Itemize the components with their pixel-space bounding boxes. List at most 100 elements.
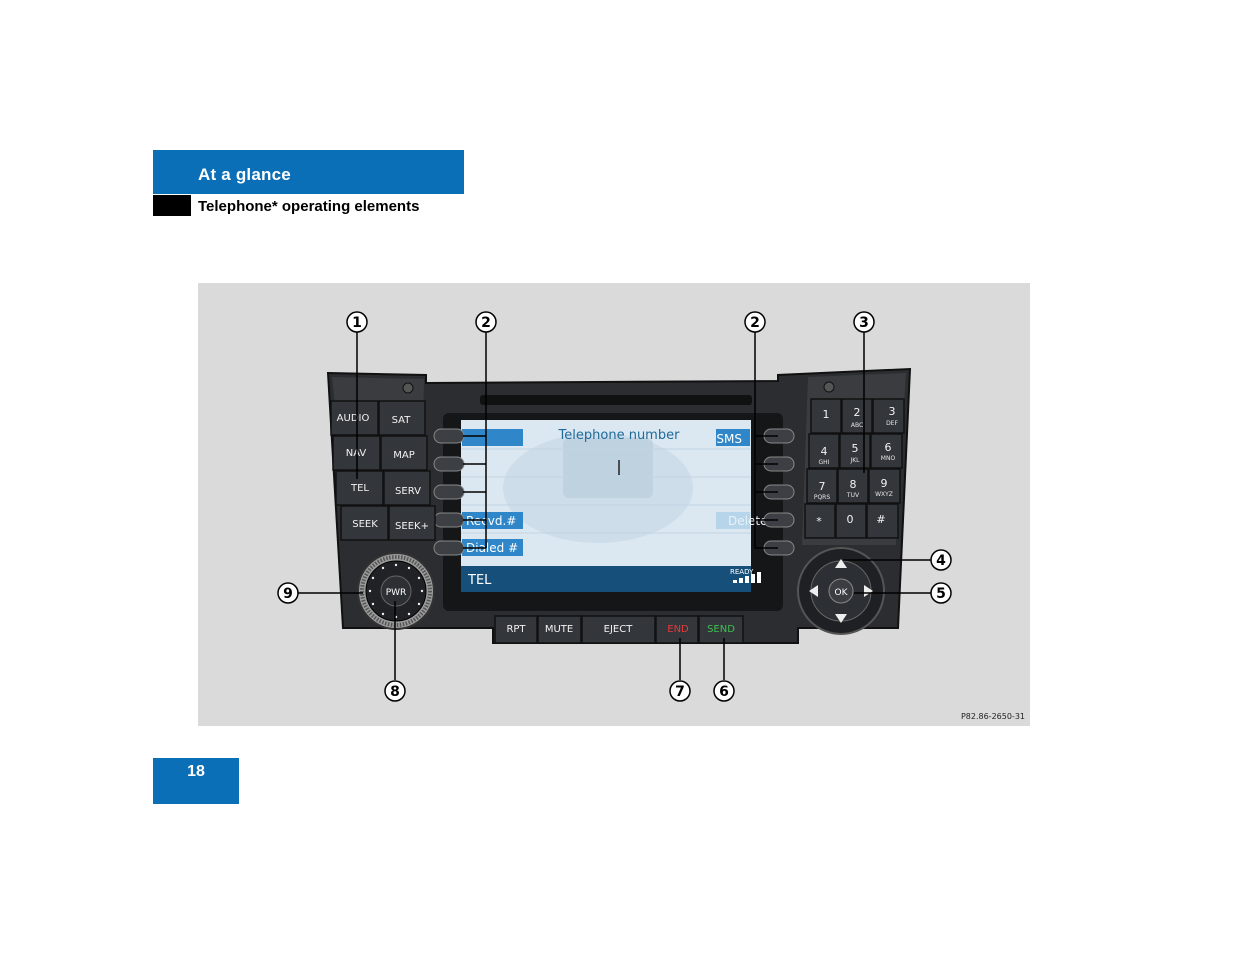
softkey-left-2[interactable]	[433, 456, 465, 472]
key-star[interactable]	[804, 503, 836, 539]
callout-5: 5	[936, 586, 946, 602]
seek-plus-button[interactable]	[388, 505, 436, 541]
right-softkey-delete-label: Delete	[728, 514, 767, 528]
screen-title: Telephone number	[558, 428, 681, 443]
sat-button[interactable]	[378, 400, 426, 436]
callout-8: 8	[390, 684, 400, 700]
key-9[interactable]	[868, 468, 901, 504]
softkey-left-4[interactable]	[433, 512, 465, 528]
key-7-letters: PQRS	[814, 494, 831, 501]
softkey-left-3[interactable]	[433, 484, 465, 500]
screen-rows	[461, 448, 751, 534]
status-label: READY	[730, 568, 754, 576]
section-banner: At a glance	[153, 150, 464, 194]
key-star-digit: *	[816, 515, 822, 528]
telephone-figure: Telephone number Recvd.# Dialed # SMS De…	[198, 283, 1030, 726]
rpt-button[interactable]	[494, 615, 538, 644]
tel-button[interactable]	[335, 470, 384, 506]
key-8[interactable]	[837, 468, 869, 504]
key-1[interactable]	[810, 398, 842, 434]
keypad	[804, 398, 905, 539]
key-hash[interactable]	[866, 503, 899, 539]
key-3[interactable]	[872, 398, 905, 434]
arrow-up-icon[interactable]	[835, 559, 847, 568]
page-number: 18	[187, 763, 205, 780]
serv-button-label: SERV	[395, 486, 421, 497]
eject-button[interactable]	[581, 615, 656, 644]
softkey-left-5[interactable]	[433, 540, 465, 556]
light-sensor-right	[823, 381, 835, 393]
status-bar	[461, 566, 751, 592]
seek-plus-button-label: SEEK+	[395, 521, 429, 532]
key-4-letters: GHI	[819, 459, 830, 466]
key-8-letters: TUV	[846, 492, 860, 499]
right-softkey-delete[interactable]	[716, 512, 750, 529]
nav-button-label: NAV	[346, 448, 367, 459]
mute-button-label: MUTE	[545, 624, 573, 635]
left-softkey-recvd-label: Recvd.#	[466, 514, 516, 528]
key-5[interactable]	[839, 433, 871, 469]
key-3-letters: DEF	[886, 420, 898, 427]
key-9-letters: WXYZ	[875, 491, 893, 498]
audio-button-label: AUDIO	[337, 413, 370, 424]
key-6-letters: MNO	[881, 455, 896, 462]
mute-button[interactable]	[537, 615, 582, 644]
softkey-left-1[interactable]	[433, 428, 465, 444]
right-softkey-sms[interactable]	[716, 429, 750, 446]
key-0[interactable]	[835, 503, 867, 539]
head-unit-illustration: Telephone number Recvd.# Dialed # SMS De…	[277, 311, 952, 702]
serv-button[interactable]	[383, 470, 431, 506]
left-softkey-recvd[interactable]	[462, 512, 523, 529]
map-button[interactable]	[380, 435, 428, 471]
right-softkey-sms-label: SMS	[716, 432, 742, 446]
page-tab: 18	[153, 758, 239, 804]
callout-4: 4	[936, 553, 946, 569]
signal-strength-icon	[733, 572, 761, 583]
sat-button-label: SAT	[392, 415, 412, 426]
end-button-label: END	[667, 624, 689, 635]
key-6[interactable]	[870, 433, 903, 469]
callout-1: 1	[352, 315, 362, 331]
ok-button[interactable]	[828, 578, 854, 604]
callout-6: 6	[719, 684, 729, 700]
softkey-buttons	[433, 428, 795, 556]
key-5-digit: 5	[852, 442, 859, 455]
arrow-left-icon[interactable]	[809, 585, 818, 597]
callout-9: 9	[283, 586, 293, 602]
key-7-digit: 7	[819, 480, 826, 493]
tel-button-label: TEL	[350, 483, 369, 494]
light-sensor	[402, 382, 414, 394]
seek-minus-button[interactable]	[340, 505, 389, 541]
key-9-digit: 9	[881, 477, 888, 490]
arrow-right-icon[interactable]	[864, 585, 873, 597]
callout-3: 3	[859, 315, 869, 331]
callout-circles	[277, 311, 952, 702]
key-8-digit: 8	[850, 478, 857, 491]
pwr-button[interactable]	[380, 575, 412, 607]
key-5-letters: JKL	[849, 457, 860, 464]
key-4-digit: 4	[821, 445, 828, 458]
send-button[interactable]	[698, 615, 744, 644]
key-4[interactable]	[808, 433, 840, 469]
audio-button[interactable]	[330, 400, 379, 436]
left-softkey-dialed[interactable]	[462, 539, 523, 556]
subsection-marker	[153, 195, 191, 216]
left-softkey-1[interactable]	[462, 429, 523, 446]
callout-7: 7	[675, 684, 685, 700]
key-0-digit: 0	[847, 513, 854, 526]
pwr-button-label: PWR	[386, 588, 407, 598]
map-button-label: MAP	[393, 450, 415, 461]
figure-code: P82.86-2650-31	[960, 712, 1025, 721]
key-hash-digit: #	[876, 513, 885, 526]
section-title: At a glance	[198, 165, 291, 184]
key-2[interactable]	[841, 398, 873, 434]
callout-lines	[298, 332, 931, 680]
ok-button-label: OK	[835, 588, 849, 598]
key-3-digit: 3	[889, 405, 896, 418]
end-button[interactable]	[655, 615, 699, 644]
arrow-down-icon[interactable]	[835, 614, 847, 623]
key-6-digit: 6	[885, 441, 892, 454]
key-7[interactable]	[806, 468, 838, 504]
eject-button-label: EJECT	[604, 624, 634, 635]
